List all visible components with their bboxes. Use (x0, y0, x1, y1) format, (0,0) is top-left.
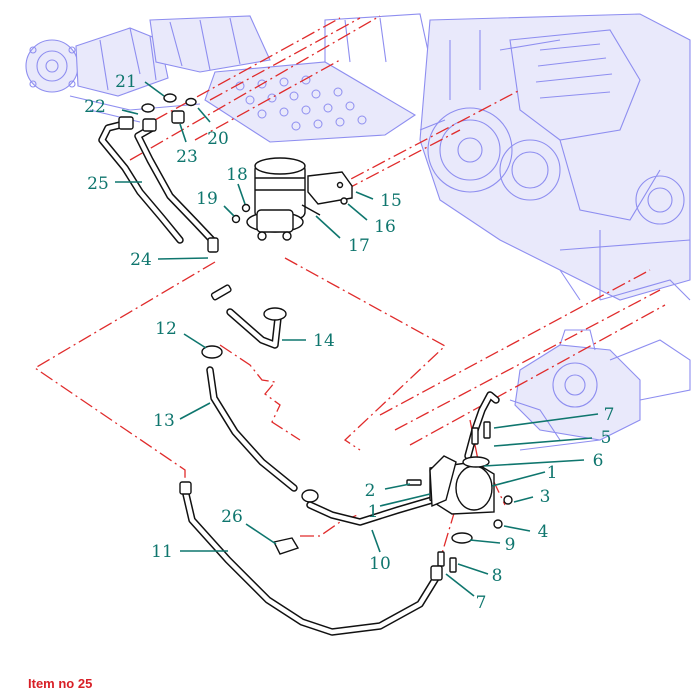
callout-24: 24 (130, 250, 152, 270)
callout-19: 19 (196, 189, 218, 209)
exploded-parts-diagram: 21 22 23 20 25 18 19 15 16 17 24 12 14 1… (25, 13, 691, 636)
callout-16: 16 (374, 217, 396, 237)
callout-11: 11 (151, 542, 173, 562)
callout-10: 10 (369, 554, 391, 574)
callout-6: 6 (593, 451, 604, 471)
callout-21: 21 (115, 72, 137, 92)
callout-9: 9 (505, 535, 516, 555)
parts (98, 93, 513, 636)
callout-23: 23 (176, 147, 198, 167)
callout-20: 20 (207, 129, 229, 149)
callout-8: 8 (492, 566, 503, 586)
callout-1-left: 1 (368, 502, 379, 522)
callout-15: 15 (380, 191, 402, 211)
background-machinery (25, 13, 691, 451)
callout-4: 4 (538, 522, 549, 542)
callout-3: 3 (540, 487, 551, 507)
callout-26: 26 (221, 507, 243, 527)
callout-labels: 21 22 23 20 25 18 19 15 16 17 24 12 14 1… (84, 72, 614, 613)
item-caption: Item no 25 (28, 676, 93, 691)
leader-lines (115, 81, 599, 597)
callout-13: 13 (153, 411, 175, 431)
callout-1-right: 1 (547, 463, 558, 483)
callout-5: 5 (601, 428, 612, 448)
callout-25: 25 (87, 174, 109, 194)
callout-18: 18 (226, 165, 248, 185)
callout-7-lower: 7 (476, 593, 487, 613)
callout-22: 22 (84, 97, 106, 117)
callout-7-upper: 7 (604, 405, 615, 425)
callout-2: 2 (365, 481, 376, 501)
callout-17: 17 (348, 236, 370, 256)
callout-12: 12 (155, 319, 177, 339)
callout-14: 14 (313, 331, 335, 351)
